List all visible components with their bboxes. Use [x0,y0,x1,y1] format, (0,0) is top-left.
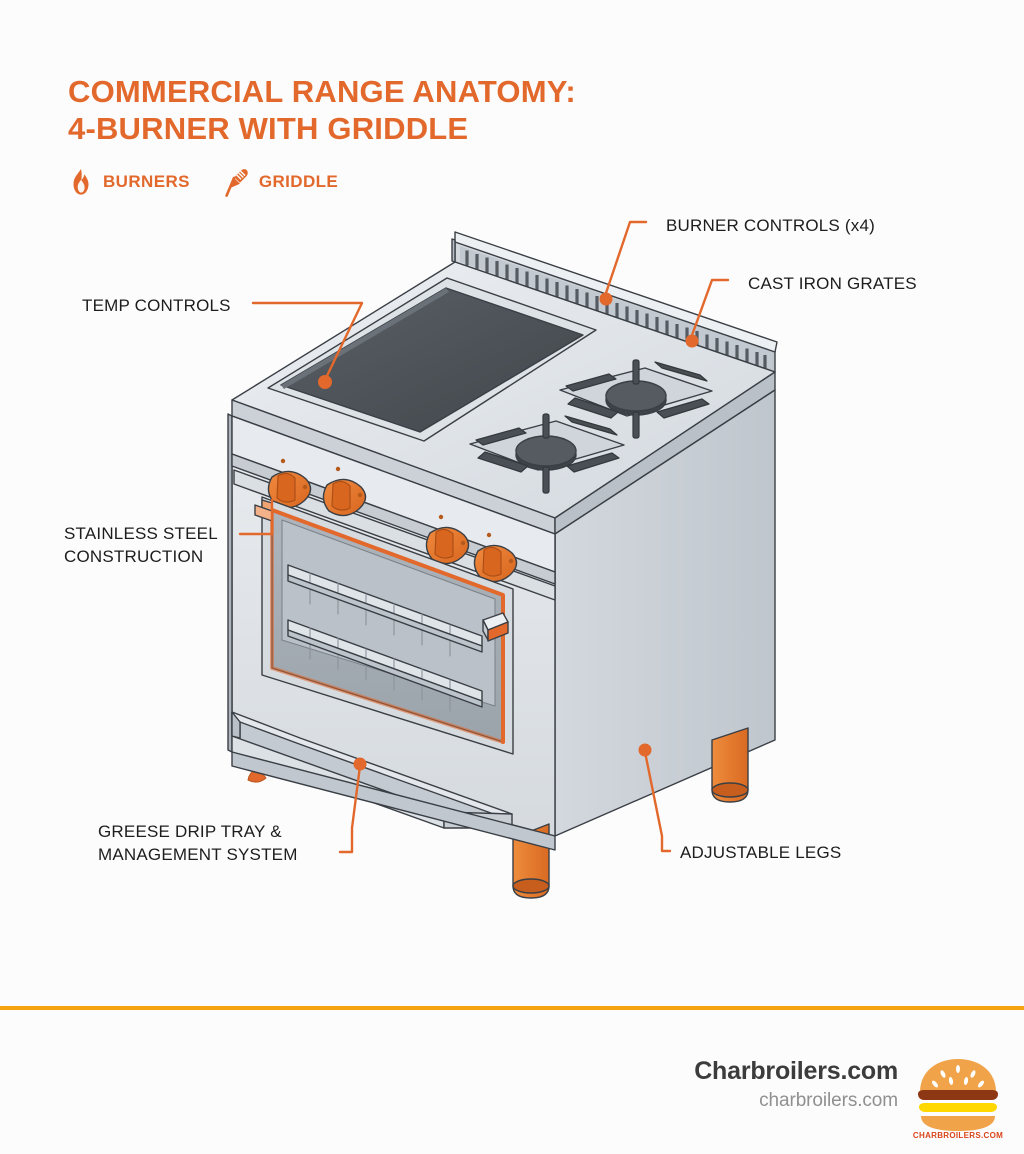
callout-label-cast-iron-grates: CAST IRON GRATES [748,274,917,293]
control-knobs [267,458,518,583]
control-knob-1[interactable] [267,458,312,509]
callout-label-adjustable-legs: ADJUSTABLE LEGS [680,843,842,862]
title-line-1: COMMERCIAL RANGE ANATOMY: [68,74,576,109]
oven-racks [287,564,483,712]
leader-grease-drip-tray [338,764,362,854]
legend-label-griddle: GRIDDLE [258,172,339,191]
dot-cast-iron-grates [685,334,699,348]
dot-adjustable-legs [638,743,652,757]
leader-cast-iron-grates [689,278,730,340]
page-title: COMMERCIAL RANGE ANATOMY: 4-BURNER WITH … [68,74,828,147]
title-line-2: 4-BURNER WITH GRIDDLE [68,110,469,146]
stainless-steel-line-2: CONSTRUCTION [64,546,204,566]
legend: BURNERS GRIDDLE [68,168,372,197]
adjustable-legs [512,727,749,899]
grease-drip-tray-line-2: MANAGEMENT SYSTEM [98,844,298,864]
burner-grate-back-right [559,359,713,439]
footer: Charbroilers.com charbroilers.com [0,1010,1024,1154]
leader-burner-controls [603,220,648,298]
control-knob-4[interactable] [473,532,518,583]
burger-logo: CHARBROILERS.COM [910,1048,1006,1144]
control-knob-3[interactable] [425,514,470,565]
legend-item-burners: BURNERS [68,168,190,196]
bun-top [920,1059,996,1092]
leg-back-right [711,727,749,803]
burner-grate-front-right [469,413,625,494]
flame-icon [68,168,94,196]
brand-block: Charbroilers.com charbroilers.com [694,1057,898,1113]
dot-grease-drip-tray [353,757,367,771]
control-knob-2[interactable] [322,466,367,517]
legend-label-burners: BURNERS [103,172,190,191]
dot-temp-controls [318,375,332,389]
footer-divider [0,1006,1024,1010]
legend-item-griddle: GRIDDLE [224,168,339,197]
oven-rack-upper [287,564,483,657]
cheese [919,1103,997,1112]
callout-label-grease-drip-tray: GREESE DRIP TRAY & MANAGEMENT SYSTEM [98,821,343,867]
callout-label-temp-controls: TEMP CONTROLS [82,296,231,315]
leader-adjustable-legs [643,750,672,853]
brand-name: Charbroilers.com [694,1057,898,1085]
grease-drip-tray-line-1: GREESE DRIP TRAY & [98,822,282,841]
oven-rack-lower [287,619,483,712]
callout-label-stainless-steel: STAINLESS STEEL CONSTRUCTION [64,523,244,569]
toe-kick [231,751,556,851]
leader-dots [318,292,699,771]
callout-label-burner-controls: BURNER CONTROLS (x4) [666,216,875,235]
stainless-steel-line-1: STAINLESS STEEL [64,524,218,543]
leader-temp-controls [251,301,364,382]
sesame-seeds [932,1065,984,1088]
brand-url: charbroilers.com [759,1089,898,1111]
logo-caption: CHARBROILERS.COM [912,1131,1004,1140]
bun-bottom [921,1116,995,1131]
leader-stainless-steel [238,498,274,536]
burner-grates [469,359,713,494]
range-illustration [227,220,778,899]
leader-lines [238,220,730,854]
spatula-icon [224,168,250,197]
griddle-plate [267,277,597,442]
patty [918,1090,998,1100]
dot-burner-controls [599,292,613,306]
